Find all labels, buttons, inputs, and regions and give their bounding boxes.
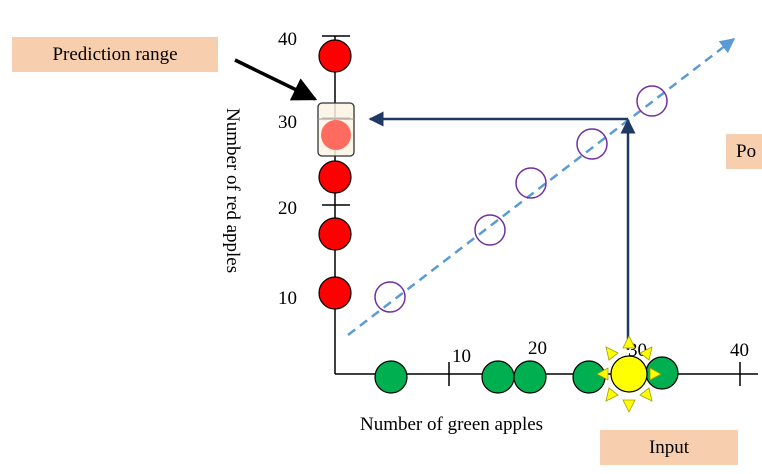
trend-line [347,38,736,336]
predicted-red-apple [321,120,351,150]
red-apple-2 [318,160,352,194]
po-label: Po [726,134,762,169]
x-tick-label-10: 10 [452,346,471,367]
x-tick-label-40: 40 [730,340,749,361]
prediction-range-label: Prediction range [12,37,218,72]
data-point-1 [374,281,406,313]
sun-icon [596,335,662,413]
data-point-5 [636,85,668,117]
data-point-2 [474,214,506,246]
green-apple-1 [374,360,408,394]
green-apple-3 [513,360,547,394]
x-tick-label-20: 20 [528,338,547,359]
red-apple-1 [318,39,352,73]
input-label: Input [600,430,738,465]
y-tick-label-20: 20 [278,198,297,219]
x-axis-title: Number of green apples [360,414,543,435]
data-point-3 [515,167,547,199]
y-tick-label-30: 30 [278,112,297,133]
red-apple-4 [318,276,352,310]
y-tick-label-40: 40 [278,29,297,50]
prediction-pointer-arrow [234,58,318,101]
red-apple-3 [318,217,352,251]
y-axis-title: Number of red apples [222,108,243,273]
green-apple-4 [572,360,606,394]
y-tick-label-10: 10 [278,288,297,309]
data-point-4 [576,128,608,160]
green-apple-2 [481,360,515,394]
